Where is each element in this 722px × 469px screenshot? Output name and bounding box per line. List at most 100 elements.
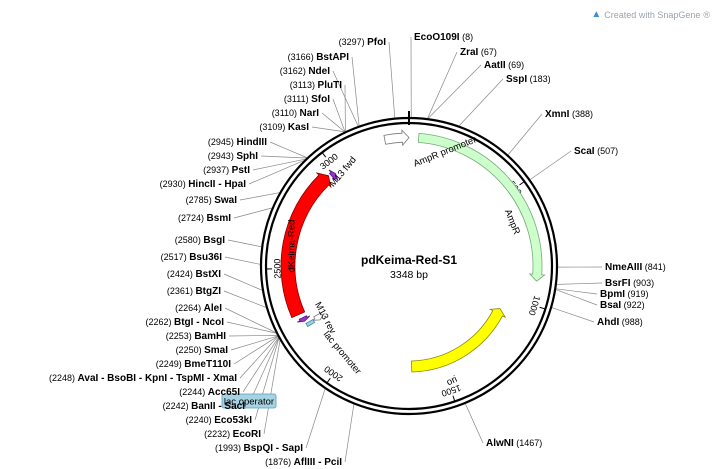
site-leader (458, 78, 504, 126)
site-leader (227, 239, 262, 248)
restriction-site-labels: (3297) PfoI (3166) BstAPI (3162) NdeI (3113… (49, 32, 666, 468)
site-leader (321, 112, 345, 132)
feature-lac-promoter (312, 312, 325, 321)
restriction-site-label: (2232) EcoRI (204, 429, 261, 440)
site-leader (242, 337, 279, 393)
tick-mark (539, 306, 546, 310)
restriction-site-label: (3162) NdeI (280, 66, 330, 77)
site-leader (239, 336, 279, 379)
restriction-site-label: SspI (183) (506, 74, 551, 85)
restriction-site-label: (2253) BamHI (166, 331, 226, 342)
restriction-site-label: (1993) BspQI - SapI (215, 443, 303, 454)
site-leader (226, 321, 277, 334)
restriction-site-label: BsrFI (903) (605, 278, 654, 289)
site-leader (332, 70, 359, 127)
site-leader (311, 126, 345, 133)
feature-m13-fwd (328, 169, 339, 181)
site-leader (263, 340, 281, 435)
restriction-site-label: (2262) BtgI - NcoI (145, 317, 224, 328)
restriction-site-label: (3113) PluTI (290, 80, 343, 91)
watermark-trademark: ® (703, 9, 710, 20)
restriction-site-label: (2249) BmeT110I (156, 359, 231, 370)
tick-label: 2500 (272, 259, 282, 279)
restriction-site-label: (3297) PfoI (339, 37, 387, 48)
site-leader (239, 192, 280, 201)
restriction-site-label: XmnI (388) (545, 109, 593, 120)
feature-lac-operator (305, 319, 316, 328)
site-leader (305, 388, 326, 449)
site-leader (223, 290, 266, 308)
site-leader (224, 307, 276, 333)
restriction-site-label: ScaI (507) (574, 146, 618, 157)
restriction-site-label: AlwNI (1467) (486, 438, 542, 449)
site-leader (260, 155, 307, 159)
restriction-site-label: (3110) NarI (272, 108, 320, 119)
tick-label: 1000 (527, 295, 543, 317)
site-leader (465, 403, 484, 444)
restriction-site-label: (2517) Bsu36I (161, 252, 223, 263)
site-leader (555, 289, 598, 306)
site-leader (224, 256, 261, 265)
site-leader (252, 158, 306, 171)
restriction-site-label: (2361) BtgZI (167, 286, 221, 297)
restriction-site-label: (2930) HincII - HpaI (160, 179, 247, 190)
restriction-site-label: (2242) BanII - SacI (163, 401, 246, 412)
tick-mark (326, 377, 331, 384)
restriction-site-label: EcoO109I (8) (414, 32, 473, 43)
site-leader (551, 307, 595, 323)
watermark-text: Created with SnapGene (604, 9, 701, 20)
restriction-site-label: BsaI (922) (600, 300, 645, 311)
site-leader (248, 160, 304, 185)
site-leader (388, 41, 396, 118)
site-leader (427, 64, 482, 119)
feature-dkeima-red (280, 172, 332, 319)
restriction-site-label: (2945) HindIII (208, 137, 267, 148)
plasmid-name: pdKeima-Red-S1 (361, 253, 457, 267)
snapgene-icon: ▲ (591, 9, 602, 20)
restriction-site-label: ZraI (67) (460, 47, 497, 58)
restriction-site-label: (2264) AleI (175, 303, 222, 314)
lac-operator-box (221, 393, 277, 409)
restriction-site-label: (2580) BsgI (175, 235, 225, 246)
site-leader (228, 335, 278, 337)
feature-ampr (417, 132, 546, 282)
site-leader (233, 207, 272, 219)
site-leader (351, 56, 360, 126)
site-leader (344, 404, 355, 463)
site-leader (269, 141, 307, 158)
site-leader (332, 98, 346, 132)
feature-label-ori: ori (445, 374, 459, 388)
restriction-site-label: (3166) BstAPI (288, 52, 350, 63)
site-leader (223, 273, 263, 291)
restriction-site-label: (2250) SmaI (176, 345, 229, 356)
feature-label-ampr: AmpR (502, 208, 522, 237)
restriction-site-label: (3111) SfoI (284, 94, 330, 105)
site-leader (507, 113, 543, 156)
site-leader (556, 282, 603, 285)
restriction-site-label: BpmI (919) (600, 289, 649, 300)
plasmid-size: 3348 bp (390, 269, 428, 281)
feature-ampr-promoter (383, 129, 410, 147)
tick-mark (321, 152, 327, 158)
restriction-site-label: (2937) PstI (203, 165, 250, 176)
site-leader (427, 51, 458, 119)
restriction-site-label: (2943) SphI (208, 151, 258, 162)
site-leader (233, 336, 278, 365)
tick-mark (452, 395, 456, 402)
site-leader (530, 150, 572, 180)
restriction-site-label: (2424) BstXI (167, 269, 221, 280)
feature-ori (411, 308, 507, 373)
restriction-site-label: (2724) BsmI (178, 213, 231, 224)
site-leader (230, 335, 278, 351)
restriction-site-label: (2785) SwaI (186, 195, 238, 206)
restriction-site-label: AhdI (988) (597, 317, 643, 328)
restriction-site-label: (3109) KasI (259, 122, 309, 133)
feature-label-dkeima-red: dKeima-Red (287, 220, 298, 273)
restriction-site-label: (2240) Eco53kI (186, 415, 253, 426)
restriction-site-label: AatII (69) (484, 60, 524, 71)
snapgene-watermark: ▲ Created with SnapGene® (591, 9, 710, 20)
restriction-site-label: NmeAIII (841) (605, 262, 666, 273)
site-leader (556, 288, 598, 295)
restriction-site-label: (2248) AvaI - BsoBI - KpnI - TspMI - Xma… (49, 373, 237, 384)
